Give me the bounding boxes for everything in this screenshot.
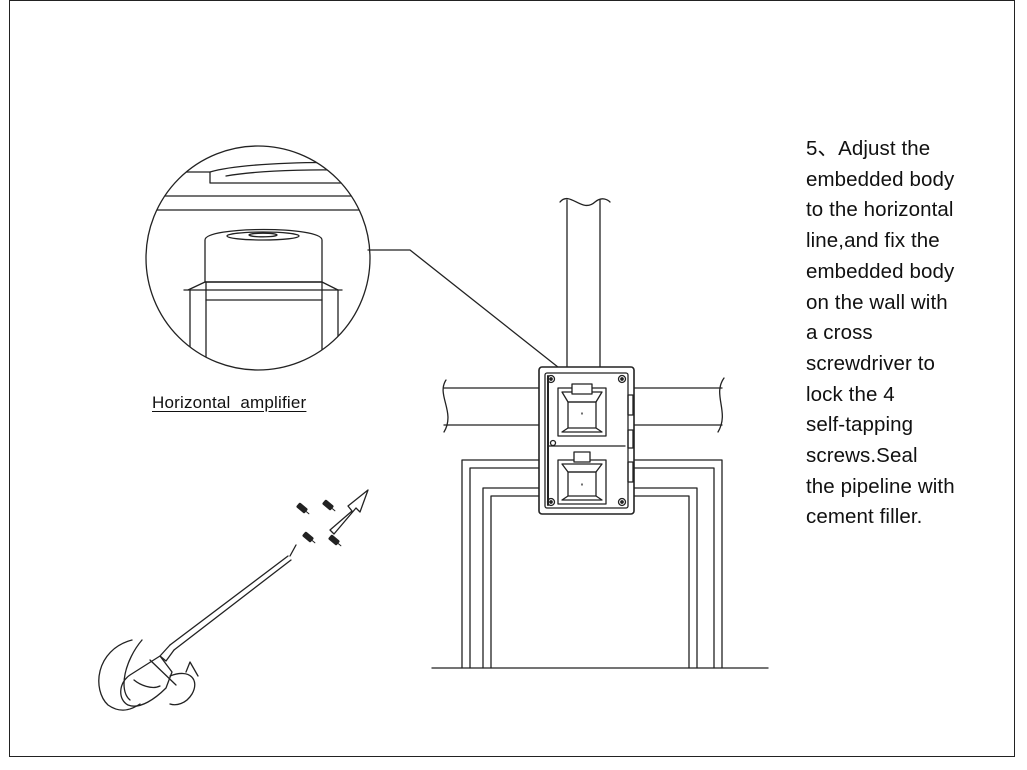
instruction-line: embedded body <box>806 259 955 283</box>
embedded-body <box>538 366 635 515</box>
magnified-detail-circle <box>145 145 371 371</box>
instruction-line: self-tapping <box>806 413 914 437</box>
instruction-line: lock the 4 <box>806 382 895 406</box>
instruction-line: screws.Seal <box>806 444 918 468</box>
instruction-line: line,and fix the <box>806 229 940 253</box>
instruction-line: a cross <box>806 321 873 345</box>
instruction-line: on the wall with <box>806 290 948 314</box>
wall-pipes <box>442 197 725 433</box>
wall-opening <box>431 459 769 669</box>
screw-icon <box>296 499 342 547</box>
direction-arrow-icon <box>329 489 369 535</box>
instruction-line: screwdriver to <box>806 351 935 375</box>
leader-line <box>367 249 569 376</box>
instruction-line: the pipeline with <box>806 474 955 498</box>
instruction-line: 5、Adjust the <box>806 137 931 160</box>
instruction-line: embedded body <box>806 167 955 191</box>
page-frame <box>9 0 1015 757</box>
rotation-arrow-icon <box>98 639 199 711</box>
screwdriver-icon <box>120 544 297 707</box>
instruction-line: cement filler. <box>806 505 923 529</box>
instruction-line: to the horizontal <box>806 198 954 222</box>
detail-caption: Horizontal amplifier <box>152 393 307 412</box>
instruction-text: 5、Adjust the embedded body to the horizo… <box>806 134 1011 533</box>
